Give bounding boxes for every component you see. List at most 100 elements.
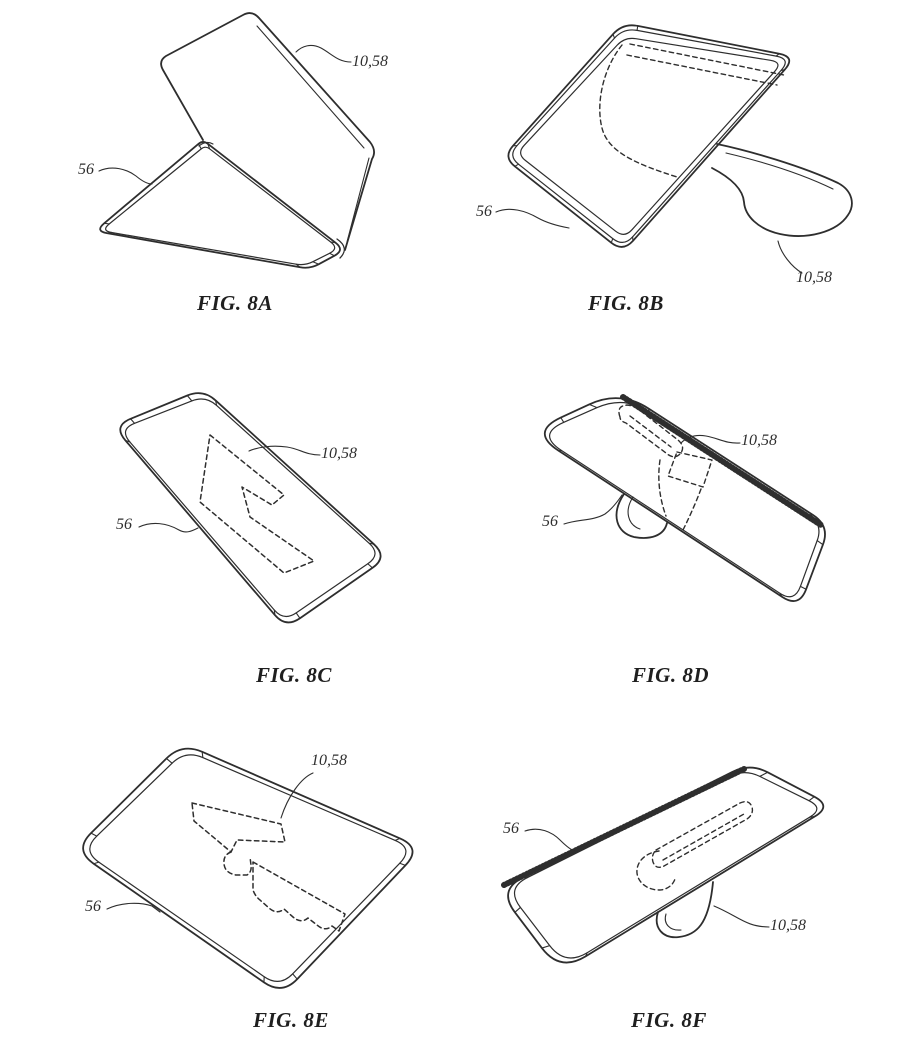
line-art-path <box>514 906 521 913</box>
figure-8a-drawing <box>98 12 375 269</box>
ref-label-cover: 56 <box>78 161 94 178</box>
line-art-path <box>629 43 785 76</box>
line-art-path <box>295 263 301 268</box>
line-art-path <box>295 612 301 619</box>
line-art-path <box>280 772 314 819</box>
line-art-path <box>394 837 401 841</box>
line-art-path <box>588 403 598 409</box>
line-art-path <box>138 522 199 533</box>
ref-label-device: 10,58 <box>770 917 806 934</box>
line-art-path <box>399 862 406 866</box>
line-art-path <box>368 542 375 545</box>
line-art-path <box>664 913 682 931</box>
figure-8a: 10,58 56 FIG. 8A <box>0 0 450 340</box>
line-art-path <box>612 33 616 39</box>
figure-8b: 56 10,58 FIG. 8B <box>450 0 900 340</box>
line-art-path <box>620 394 824 528</box>
line-art-path <box>777 240 803 274</box>
figure-8b-caption: FIG. 8B <box>588 291 664 315</box>
line-art-path <box>610 238 614 244</box>
ref-label-device: 10,58 <box>321 445 357 462</box>
line-art-path <box>367 563 373 569</box>
line-art-path <box>98 167 153 185</box>
line-art-path <box>809 815 816 818</box>
line-art-path <box>816 539 824 546</box>
line-art-path <box>501 766 747 888</box>
figure-8e-drawing <box>82 747 414 989</box>
line-art-path <box>655 881 714 939</box>
line-art-path <box>514 163 520 167</box>
line-art-path <box>560 417 565 423</box>
line-art-path <box>252 861 346 932</box>
figure-8c-caption: FIG. 8C <box>256 663 332 687</box>
line-art-path <box>329 252 336 257</box>
line-art-path <box>618 404 684 458</box>
line-art-path <box>130 418 136 424</box>
line-art-path <box>524 828 578 853</box>
line-art-path <box>775 53 780 57</box>
line-art-path <box>585 952 588 957</box>
line-art-path <box>273 609 276 616</box>
figure-8e: 10,58 56 FIG. 8E <box>0 700 450 1054</box>
line-art-path <box>615 493 668 539</box>
line-art-path <box>99 141 341 269</box>
figure-8f: 56 10,58 FIG. 8F <box>450 700 900 1054</box>
line-art-path <box>520 37 779 235</box>
line-art-path <box>330 241 337 244</box>
line-art-path <box>636 850 676 891</box>
line-art-path <box>626 54 778 86</box>
ref-label-cover: 56 <box>503 820 519 837</box>
line-art-path <box>197 143 202 150</box>
line-art-path <box>215 399 218 406</box>
line-art-path <box>680 434 741 444</box>
line-art-path <box>119 392 382 624</box>
line-art-path <box>191 802 286 853</box>
line-art-path <box>759 771 769 777</box>
figure-8a-caption: FIG. 8A <box>197 291 273 315</box>
line-art-path <box>89 754 407 982</box>
line-art-path <box>799 585 807 590</box>
line-art-path <box>495 208 570 229</box>
line-art-path <box>658 459 667 517</box>
line-art-path <box>201 751 204 759</box>
line-art-path <box>105 146 336 266</box>
line-art-path <box>636 25 639 31</box>
ref-label-device: 10,58 <box>741 432 777 449</box>
figure-8f-drawing <box>501 766 825 964</box>
line-art-path <box>160 12 375 251</box>
line-art-path <box>627 496 641 530</box>
line-art-path <box>808 796 815 802</box>
line-art-path <box>248 445 321 456</box>
ref-label-cover: 56 <box>85 898 101 915</box>
line-art-path <box>124 439 131 443</box>
line-art-path <box>90 832 98 837</box>
line-art-path <box>93 861 100 865</box>
line-art-path <box>103 222 110 225</box>
figure-8c: 10,58 56 FIG. 8C <box>0 340 450 700</box>
ref-label-cover: 56 <box>476 203 492 220</box>
line-art-path <box>713 905 770 928</box>
line-art-path <box>292 973 298 980</box>
line-art-path <box>711 143 853 237</box>
figure-8d: 10,58 56 FIG. 8D <box>450 340 900 700</box>
ref-label-device: 10,58 <box>796 269 832 286</box>
line-art-path <box>256 25 365 149</box>
figure-8c-drawing <box>119 392 382 624</box>
line-art-path <box>725 152 834 190</box>
line-art-path <box>198 141 214 147</box>
ref-label-device: 10,58 <box>311 752 347 769</box>
line-art-path <box>82 747 414 989</box>
figure-8d-drawing <box>543 394 826 602</box>
line-art-path <box>629 415 672 448</box>
line-art-path <box>295 44 352 63</box>
line-art-path <box>682 488 702 531</box>
line-art-path <box>780 69 786 71</box>
line-art-path <box>563 494 623 525</box>
line-art-path <box>336 238 345 259</box>
ref-label-cover: 56 <box>116 516 132 533</box>
line-art-path <box>662 813 745 861</box>
line-art-path <box>312 261 320 265</box>
line-art-path <box>667 451 713 488</box>
line-art-path <box>223 851 252 876</box>
